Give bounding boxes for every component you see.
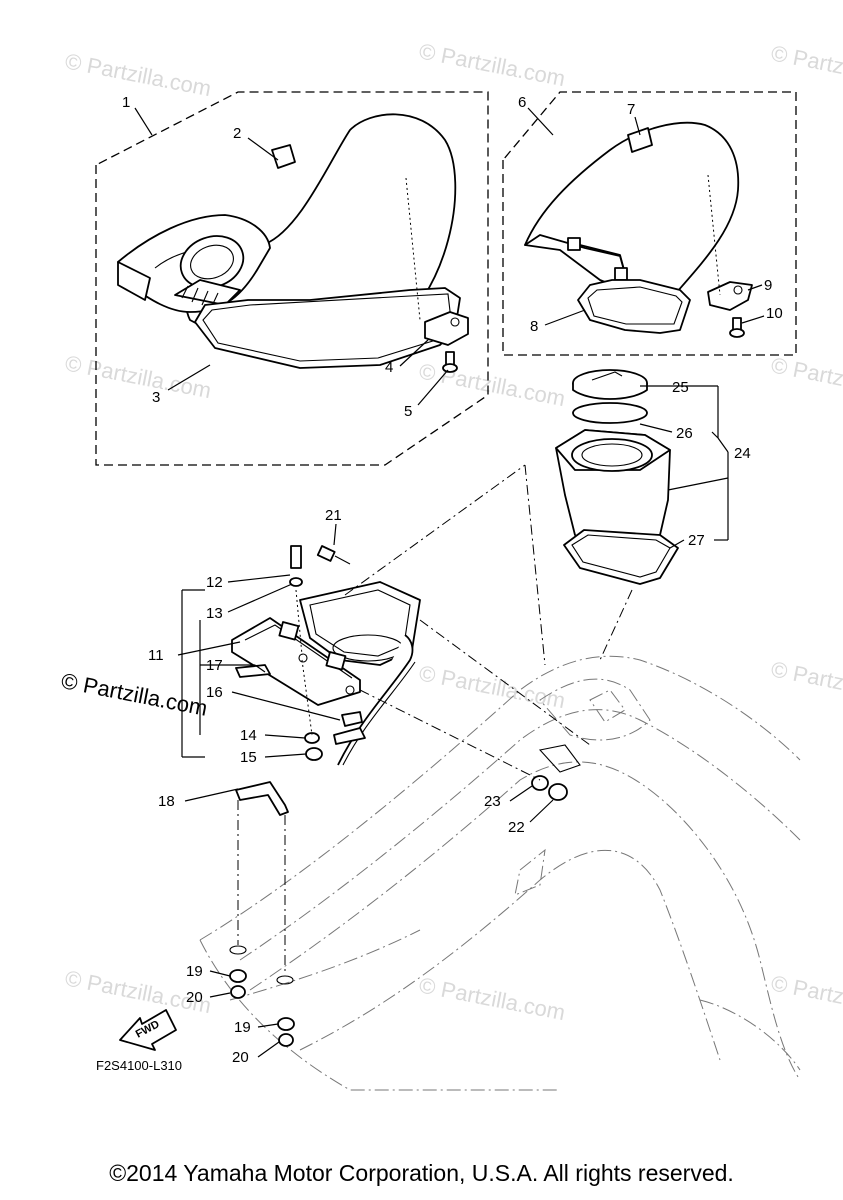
callout-19a: 19 bbox=[186, 963, 203, 980]
callout-5: 5 bbox=[404, 403, 412, 420]
bucket-o-ring bbox=[572, 402, 648, 424]
callout-22: 22 bbox=[508, 819, 525, 836]
callout-24: 24 bbox=[734, 445, 751, 462]
callout-20a: 20 bbox=[186, 989, 203, 1006]
callout-20b: 20 bbox=[232, 1049, 249, 1066]
rear-seat-group-boundary bbox=[502, 91, 797, 356]
callout-6: 6 bbox=[518, 94, 526, 111]
watermark: © Partzilla.com bbox=[417, 972, 567, 1025]
callout-23: 23 bbox=[484, 793, 501, 810]
watermark: © Partzilla.com bbox=[417, 660, 567, 713]
watermark: © Partzilla.com bbox=[769, 352, 843, 405]
callouts: 1 2 3 4 5 6 7 8 9 10 11 12 13 14 15 16 1… bbox=[122, 94, 783, 1066]
seat-base-gasket bbox=[194, 287, 461, 369]
callout-8: 8 bbox=[530, 318, 538, 335]
forward-arrow-icon: FWD bbox=[119, 1009, 177, 1051]
rear-lock-bracket bbox=[707, 281, 753, 311]
storage-bucket bbox=[555, 369, 679, 585]
watermark: © Partzilla.com bbox=[769, 40, 843, 93]
callout-19b: 19 bbox=[234, 1019, 251, 1036]
callout-10: 10 bbox=[766, 305, 783, 322]
callout-15: 15 bbox=[240, 749, 257, 766]
callout-9: 9 bbox=[764, 277, 772, 294]
callout-21: 21 bbox=[325, 507, 342, 524]
callout-13: 13 bbox=[206, 605, 223, 622]
seat-group-boundary bbox=[95, 91, 489, 466]
callout-26: 26 bbox=[676, 425, 693, 442]
rear-seat-gasket bbox=[577, 279, 691, 334]
bolt bbox=[316, 545, 336, 562]
callout-2: 2 bbox=[233, 125, 241, 142]
watermark: © Partzilla.com bbox=[417, 358, 567, 411]
callout-16: 16 bbox=[206, 684, 223, 701]
copyright-notice: ©2014 Yamaha Motor Corporation, U.S.A. A… bbox=[109, 1160, 734, 1186]
callout-7: 7 bbox=[627, 101, 635, 118]
drawing-code: F2S4100-L310 bbox=[96, 1058, 183, 1073]
bolt bbox=[290, 545, 302, 569]
callout-1: 1 bbox=[122, 94, 130, 111]
callout-3: 3 bbox=[152, 389, 160, 406]
callout-27: 27 bbox=[688, 532, 705, 549]
seat-tray-frame bbox=[231, 581, 421, 766]
watermark: © Partzilla.com bbox=[769, 970, 843, 1023]
front-seat bbox=[117, 113, 457, 355]
callout-18: 18 bbox=[158, 793, 175, 810]
bucket-gasket bbox=[563, 529, 679, 585]
callout-14: 14 bbox=[240, 727, 257, 744]
callout-17: 17 bbox=[206, 657, 223, 674]
mount-bracket bbox=[235, 781, 289, 816]
watermark: © Partzilla.com bbox=[769, 656, 843, 709]
callout-25: 25 bbox=[672, 379, 689, 396]
leader-lines bbox=[134, 107, 765, 1058]
hull-outline bbox=[199, 655, 801, 1091]
watermark: © Partzilla.com bbox=[417, 38, 567, 91]
watermark: © Partzilla.com bbox=[63, 48, 213, 101]
callout-11: 11 bbox=[148, 647, 164, 664]
rear-seat bbox=[524, 121, 740, 311]
parts-diagram: © Partzilla.com © Partzilla.com © Partzi… bbox=[63, 38, 843, 1091]
seat-lock-bracket bbox=[424, 311, 469, 346]
callout-12: 12 bbox=[206, 574, 223, 591]
callout-4: 4 bbox=[385, 359, 393, 376]
